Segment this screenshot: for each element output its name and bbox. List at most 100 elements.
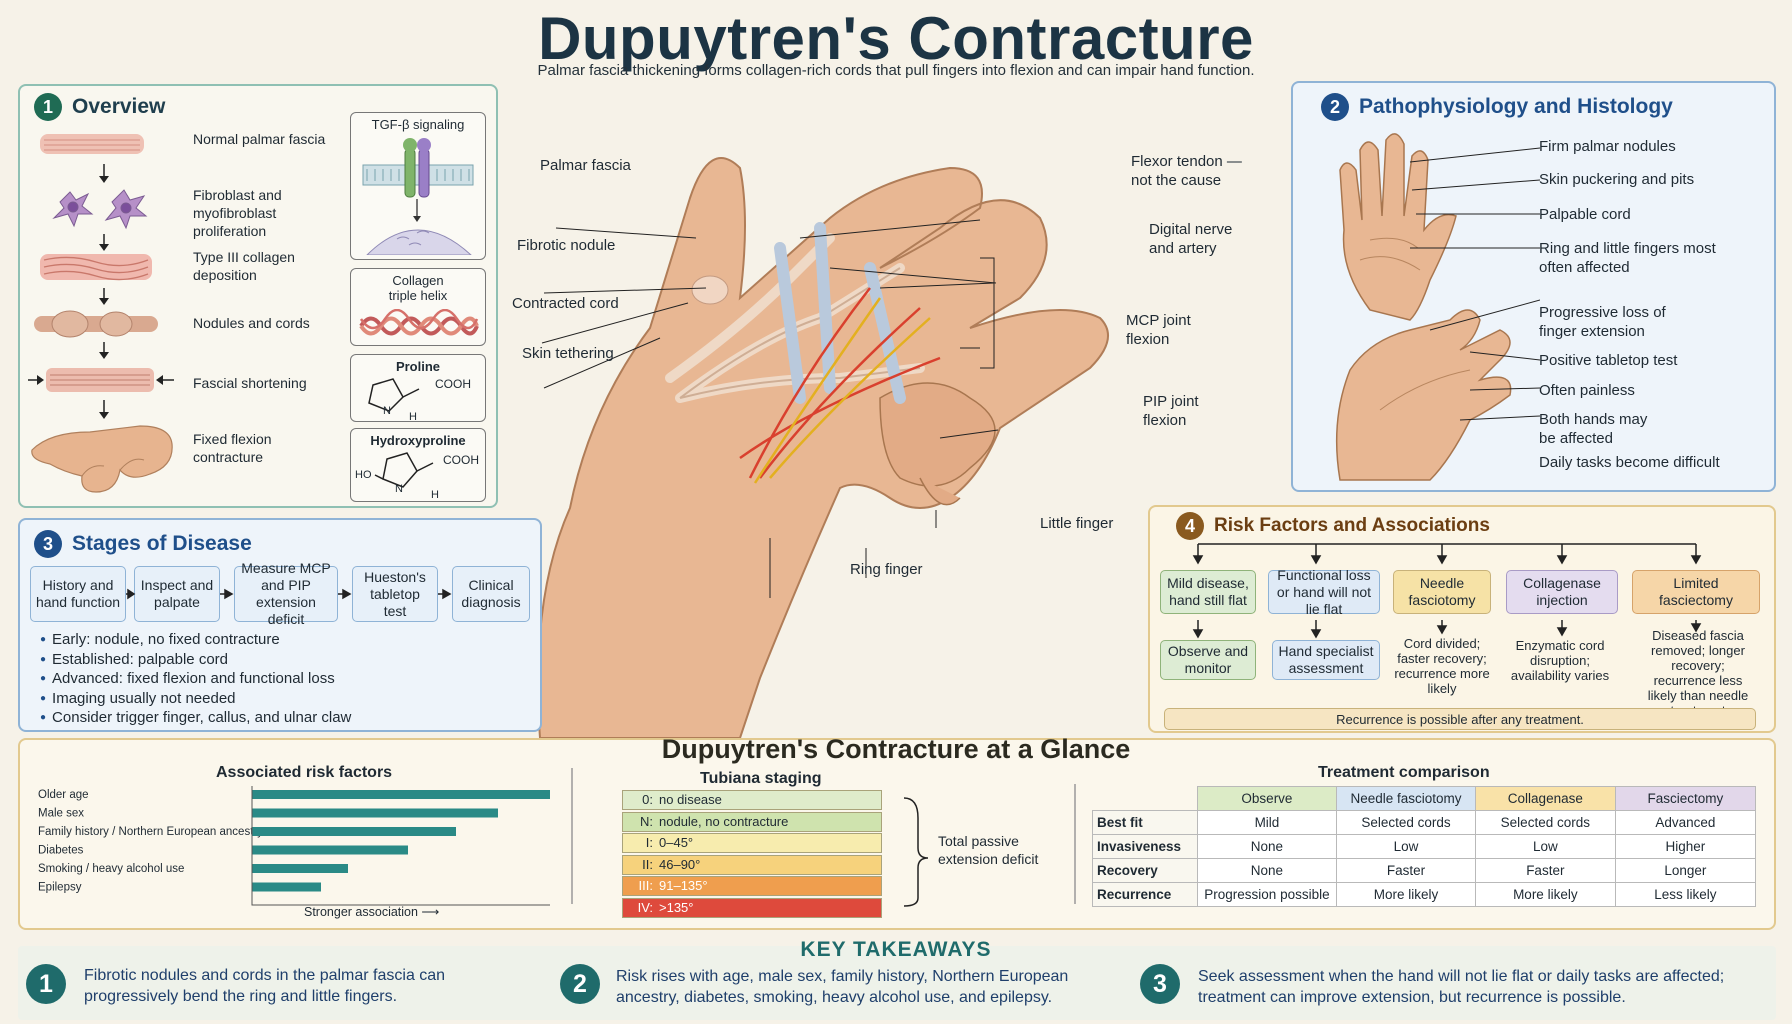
risk-bottom-1: Observe and monitor: [1160, 640, 1256, 680]
hydroxyproline-h: H: [431, 489, 439, 501]
patho-hand-illustrations: [1335, 133, 1540, 481]
risk-bar-label: Diabetes: [38, 845, 84, 857]
tubiana-code: 0:: [642, 792, 653, 807]
tubiana-row: 0: no disease: [622, 790, 882, 810]
proline-structure-icon: [368, 378, 420, 412]
tgf-box: TGF-β signaling: [350, 112, 486, 260]
patho-label-1: Firm palmar nodules: [1539, 138, 1676, 155]
treatment-cell: Mild: [1196, 810, 1338, 835]
treatment-row-label: Best fit: [1092, 810, 1198, 835]
stage-bullet-5: Consider trigger finger, callus, and uln…: [52, 708, 351, 728]
risk-number: 4: [1176, 512, 1204, 540]
contracted-palm-icon: [1335, 309, 1512, 481]
risk-top-2: Functional loss or hand will not lie fla…: [1268, 567, 1380, 617]
overview-step-5: Fascial shortening: [193, 375, 307, 391]
treatment-row-label: Recovery: [1092, 858, 1198, 883]
contracted-hand-icon: [31, 425, 173, 493]
tubiana-note: Total passive extension deficit: [938, 833, 1039, 867]
stage-arrows: [126, 588, 452, 600]
patho-label-9: Daily tasks become difficult: [1539, 454, 1720, 471]
risk-note-needle: Cord divided; faster recovery; recurrenc…: [1394, 636, 1490, 696]
overview-title: Overview: [72, 95, 166, 118]
treatment-title: Treatment comparison: [1318, 764, 1490, 781]
triple-helix-icon: [359, 309, 479, 336]
risk-bar-label: Epilepsy: [38, 882, 82, 894]
tubiana-text: nodule, no contracture: [659, 813, 789, 829]
risk-bar: [252, 827, 456, 836]
risk-chart-title: Associated risk factors: [216, 764, 393, 781]
collagen-box: Collagen triple helix: [350, 268, 486, 346]
proline-h: H: [409, 411, 417, 423]
overview-step-2: Fibroblast and myofibroblast proliferati…: [193, 187, 282, 239]
risk-top-4: Collagenase injection: [1506, 570, 1618, 614]
collagen-deposition-icon: [40, 254, 152, 281]
treatment-cell: More likely: [1336, 882, 1476, 907]
collagen-label: Collagen triple helix: [388, 273, 448, 303]
tgf-label: TGF-β signaling: [371, 117, 465, 132]
risk-top-1: Mild disease, hand still flat: [1160, 570, 1256, 614]
tgf-receptor-icon: [362, 138, 474, 255]
risk-heading: 4 Risk Factors and Associations: [1176, 512, 1490, 540]
overview-heading: 1 Overview: [34, 93, 165, 121]
page-subtitle: Palmar fascia thickening forms collagen-…: [537, 62, 1255, 79]
label-pip-joint: PIP joint flexion: [1143, 393, 1199, 429]
stage-bullet-3: Advanced: fixed flexion and functional l…: [52, 669, 351, 689]
risk-bar: [252, 845, 408, 855]
treatment-cell: Advanced: [1614, 810, 1757, 835]
stage-bullet-4: Imaging usually not needed: [52, 689, 351, 709]
patho-label-2: Skin puckering and pits: [1539, 171, 1695, 188]
risk-chart-axis: [251, 786, 550, 906]
tubiana-row: IV:>135°: [622, 897, 882, 918]
takeaway-num-3: 3: [1140, 964, 1180, 1004]
stages-number: 3: [34, 530, 62, 558]
treatment-cell: None: [1196, 834, 1338, 859]
overview-step-3: Type III collagen deposition: [193, 249, 295, 283]
tubiana-row: N: nodule, no contracture: [622, 811, 882, 832]
proline-label: Proline: [395, 359, 441, 374]
stage-step-5: Clinical diagnosis: [452, 566, 530, 622]
stage-step-4: Hueston's tabletop test: [352, 566, 438, 622]
risk-bar: [252, 882, 321, 892]
proline-n: N: [383, 405, 391, 417]
risk-bottom-2: Hand specialist assessment: [1272, 640, 1380, 680]
label-little-finger: Little finger: [1040, 515, 1114, 532]
fibroblast-icon: [52, 189, 148, 230]
label-mcp-joint: MCP joint flexion: [1126, 312, 1191, 348]
hydroxyproline-n: N: [395, 483, 403, 495]
treatment-row-label: Recurrence: [1092, 882, 1198, 907]
tubiana-code: N:: [640, 813, 653, 829]
treatment-cell: Faster: [1474, 858, 1616, 883]
stages-heading: 3 Stages of Disease: [34, 530, 252, 558]
label-palmar-fascia: Palmar fascia: [540, 157, 631, 174]
label-flexor-tendon: Flexor tendon — not the cause: [1131, 153, 1242, 189]
patho-label-3: Palpable cord: [1539, 206, 1631, 223]
treatment-col-4: Fasciectomy: [1614, 786, 1757, 811]
risk-note-fasciectomy: Diseased fascia removed; longer recovery…: [1647, 628, 1749, 718]
tubiana-text: 0–45°: [659, 835, 694, 850]
treatment-cell: Low: [1336, 834, 1476, 859]
normal-fascia-icon: [40, 134, 144, 154]
patho-label-4: Ring and little fingers most often affec…: [1539, 240, 1716, 276]
treatment-table: Observe Needle fasciotomy Collagenase Fa…: [1092, 786, 1757, 907]
fascial-shortening-icon: [28, 368, 174, 392]
stage-step-1: History and hand function: [30, 566, 126, 622]
stage-step-3: Measure MCP and PIP extension deficit: [234, 560, 338, 627]
treatment-cell: Selected cords: [1474, 810, 1616, 835]
overview-step-4: Nodules and cords: [193, 315, 310, 331]
risk-note-collagenase: Enzymatic cord disruption; availability …: [1510, 638, 1610, 683]
takeaway-num-2: 2: [560, 964, 600, 1004]
nodules-cords-icon: [34, 310, 158, 338]
hydroxyproline-box: Hydroxyproline HO COOH N H: [350, 428, 486, 502]
treatment-col-2: Needle fasciotomy: [1336, 786, 1476, 811]
treatment-col-1: Observe: [1196, 786, 1338, 811]
hydroxyproline-label: Hydroxyproline: [370, 433, 466, 448]
tubiana-row: III:91–135°: [622, 876, 882, 896]
tubiana-text: no disease: [659, 792, 722, 807]
takeaways-title: KEY TAKEAWAYS: [800, 938, 992, 961]
tubiana-code: IV:: [637, 899, 653, 915]
risk-footer: Recurrence is possible after any treatme…: [1164, 708, 1756, 730]
open-palm-icon: [1339, 133, 1457, 321]
treatment-cell: Progression possible: [1196, 882, 1338, 907]
risk-bar: [252, 790, 550, 799]
